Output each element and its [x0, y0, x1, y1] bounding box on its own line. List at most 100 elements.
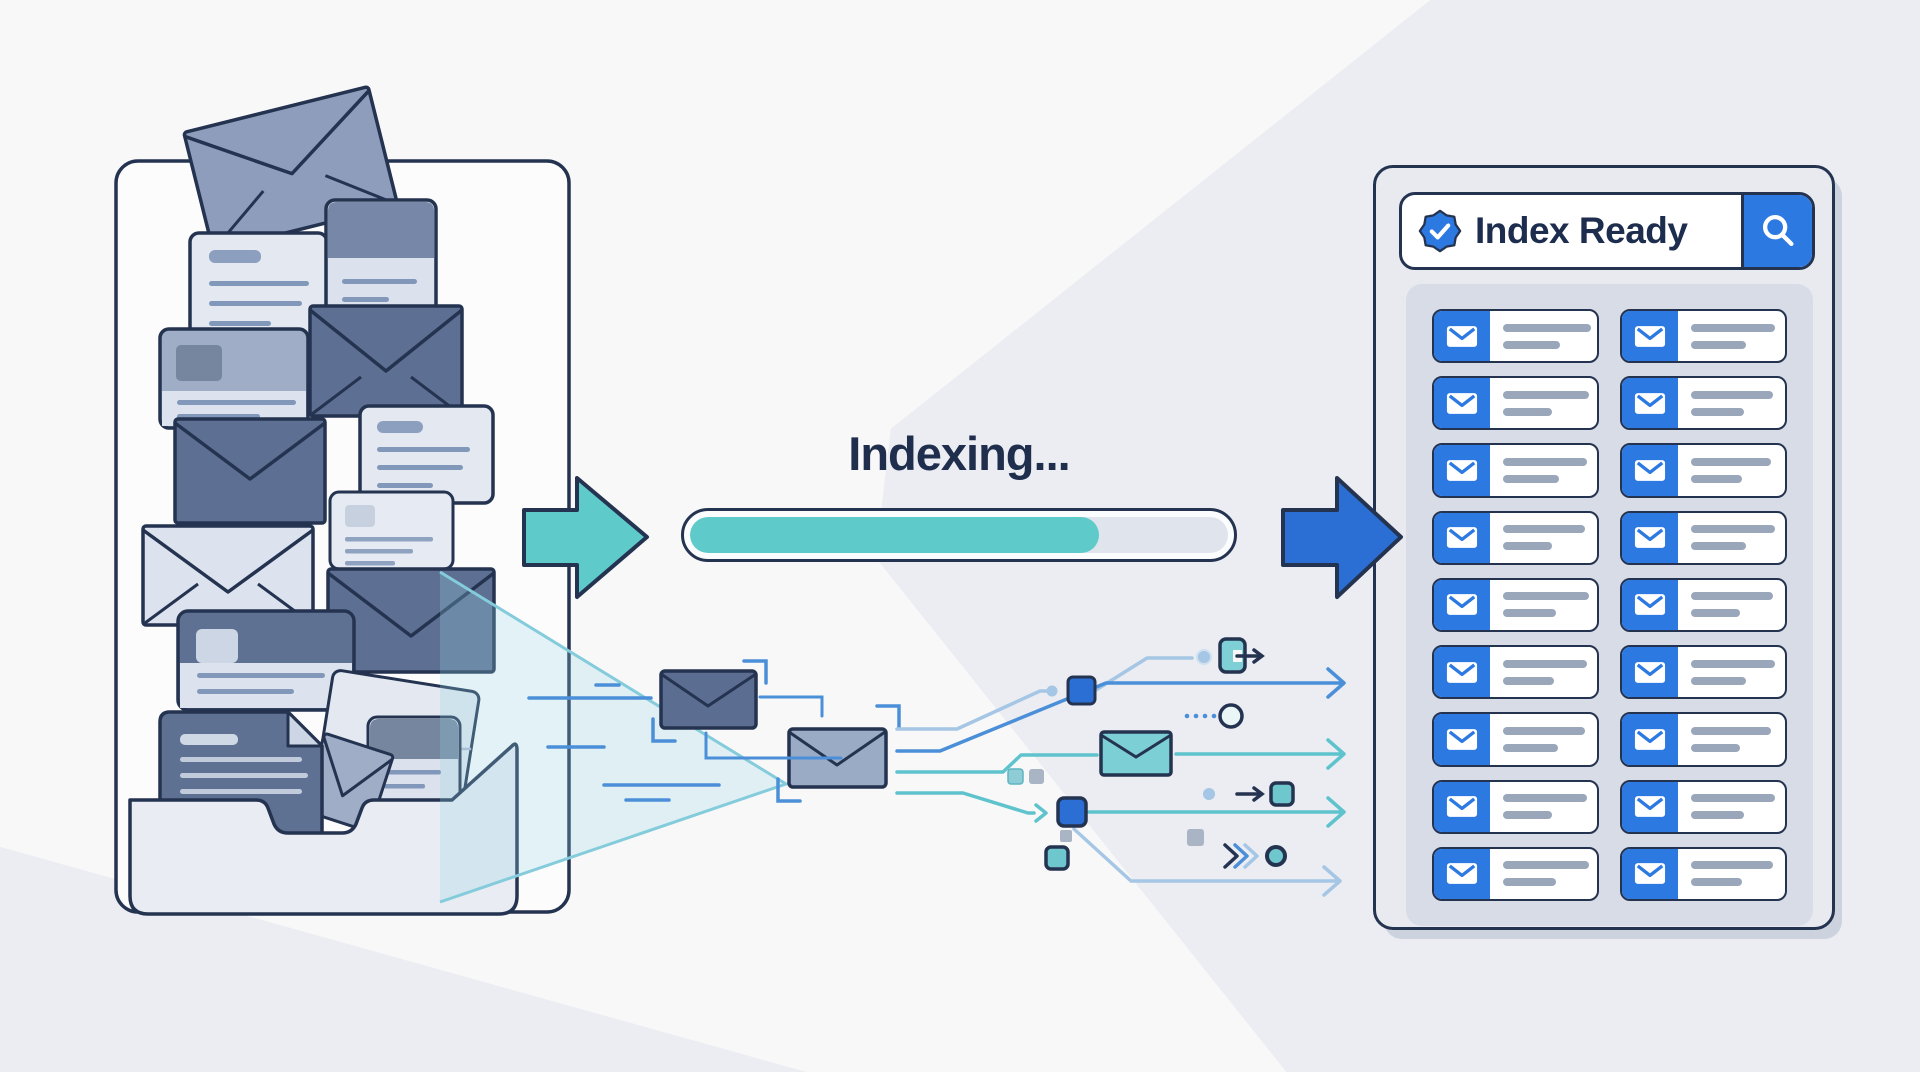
email-item[interactable] [1432, 712, 1599, 767]
email-item[interactable] [1432, 846, 1599, 901]
text-line [1691, 861, 1773, 870]
email-item-lines [1490, 378, 1597, 428]
email-item[interactable] [1432, 510, 1599, 565]
envelope-icon [1434, 848, 1490, 899]
flow-lines [895, 656, 1346, 897]
progress-track [690, 517, 1228, 553]
text-line [1691, 323, 1775, 332]
text-line [1503, 340, 1560, 349]
data-square-icon [1007, 768, 1024, 785]
email-item-lines [1490, 580, 1597, 630]
document-icon [158, 327, 310, 430]
data-circle-icon [1265, 845, 1287, 867]
email-item[interactable] [1620, 577, 1787, 633]
email-item-lines [1678, 647, 1785, 697]
email-item-lines [1678, 782, 1785, 832]
data-square-icon [1066, 675, 1097, 706]
email-item[interactable] [1620, 712, 1787, 767]
text-line [1503, 592, 1589, 601]
text-line [1691, 878, 1742, 887]
email-item-lines [1490, 849, 1597, 899]
search-button[interactable] [1741, 195, 1812, 267]
text-line [1691, 390, 1773, 399]
email-grid [1406, 284, 1813, 926]
text-line [1503, 525, 1585, 534]
document-icon [176, 609, 356, 712]
email-item[interactable] [1620, 309, 1787, 364]
email-item[interactable] [1432, 443, 1599, 498]
export-icon [1218, 637, 1265, 674]
envelope-icon [1434, 378, 1490, 429]
email-item[interactable] [1432, 309, 1599, 364]
text-line [1691, 794, 1775, 803]
data-square-icon [1029, 769, 1044, 784]
email-item[interactable] [1432, 779, 1599, 834]
email-item-lines [1490, 782, 1597, 832]
email-item[interactable] [1432, 577, 1599, 633]
text-line [1691, 811, 1744, 820]
email-item-lines [1490, 445, 1597, 495]
envelope-icon [1622, 512, 1678, 563]
indexing-title: Indexing... [848, 427, 1070, 480]
document-icon [328, 490, 455, 571]
text-line [1503, 458, 1587, 467]
email-item-lines [1678, 580, 1785, 630]
email-item-lines [1678, 513, 1785, 563]
email-item[interactable] [1620, 645, 1787, 700]
envelope-icon [1622, 781, 1678, 832]
text-line [1503, 743, 1558, 752]
text-line [1691, 340, 1746, 349]
text-line [1691, 726, 1771, 735]
letter-icon [188, 231, 329, 342]
text-line [1691, 609, 1740, 618]
text-line [1503, 542, 1552, 551]
email-item[interactable] [1620, 510, 1787, 565]
email-item-lines [1678, 714, 1785, 764]
text-line [1503, 861, 1589, 870]
envelope-icon [1622, 579, 1678, 631]
text-line [1691, 542, 1746, 551]
text-line [1691, 743, 1740, 752]
text-line [1503, 323, 1591, 332]
data-square-icon [1056, 796, 1088, 828]
email-item[interactable] [1620, 846, 1787, 901]
letter-icon [358, 404, 495, 505]
envelope-icon [173, 417, 327, 525]
text-line [1503, 475, 1559, 484]
text-line [1503, 659, 1587, 668]
arrow-right-icon [1281, 476, 1403, 599]
document-icon [366, 715, 462, 805]
email-item-lines [1678, 311, 1785, 361]
inbox-tray-icon [128, 742, 519, 916]
email-item[interactable] [1432, 645, 1599, 700]
search-bar[interactable]: Index Ready [1399, 192, 1815, 270]
envelope-icon [1434, 445, 1490, 496]
funnel-shape [440, 572, 786, 902]
envelope-icon [1622, 714, 1678, 765]
envelope-icon [1434, 714, 1490, 765]
email-item[interactable] [1620, 443, 1787, 498]
indexing-progress-bar [681, 508, 1237, 562]
data-dash-lines [527, 683, 721, 802]
envelope-icon [659, 669, 758, 730]
envelope-icon [1622, 378, 1678, 429]
document-icon [324, 198, 438, 315]
envelope-icon [1434, 647, 1490, 698]
email-item[interactable] [1620, 376, 1787, 431]
email-item[interactable] [1432, 376, 1599, 431]
email-item[interactable] [1620, 779, 1787, 834]
chevron-right-icon [1223, 843, 1259, 869]
text-line [1691, 458, 1771, 467]
envelope-icon [1622, 311, 1678, 362]
verified-badge-icon [1418, 209, 1462, 253]
data-dot-icon [1196, 649, 1212, 665]
email-item-lines [1490, 311, 1597, 361]
envelope-icon [308, 304, 464, 418]
envelope-icon [1434, 512, 1490, 563]
data-circle-icon [1218, 703, 1244, 729]
data-square-icon [1269, 781, 1295, 807]
arrow-right-icon [522, 476, 649, 599]
data-square-icon [1044, 845, 1070, 871]
email-item-lines [1490, 714, 1597, 764]
